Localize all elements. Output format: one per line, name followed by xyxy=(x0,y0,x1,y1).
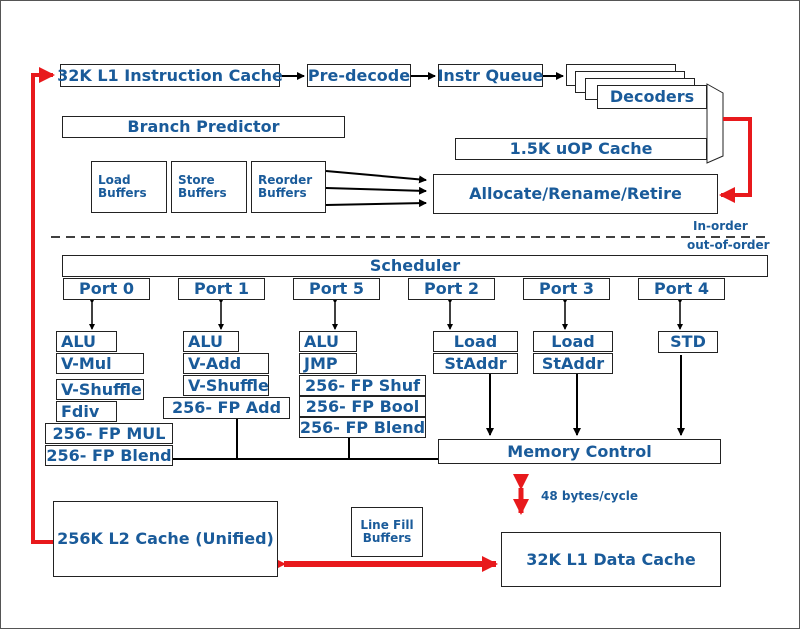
decoder-mux xyxy=(706,83,724,164)
l1-instruction-cache: 32K L1 Instruction Cache xyxy=(57,64,283,87)
l2-cache: 256K L2 Cache (Unified) xyxy=(53,501,278,577)
port1-vadd: V-Add xyxy=(183,353,269,374)
port5-jmp: JMP xyxy=(299,353,357,374)
l2-to-l1i-red-arrow xyxy=(31,67,55,544)
scheduler: Scheduler xyxy=(62,255,768,277)
reorder-buffers: Reorder Buffers xyxy=(251,161,326,213)
port0-alu: ALU xyxy=(56,331,117,352)
port1-fp-add: 256- FP Add xyxy=(163,397,290,419)
load-buffers: Load Buffers xyxy=(91,161,167,213)
memory-control: Memory Control xyxy=(438,439,721,464)
port-0: Port 0 xyxy=(63,278,150,300)
port5-fp-blend: 256- FP Blend xyxy=(299,417,426,438)
allocate-rename-retire: Allocate/Rename/Retire xyxy=(433,174,718,214)
decoders-box: Decoders xyxy=(597,85,707,109)
uop-cache: 1.5K uOP Cache xyxy=(455,138,707,160)
port4-std: STD xyxy=(658,331,718,353)
line-fill-buffers: Line Fill Buffers xyxy=(351,507,423,557)
port1-alu: ALU xyxy=(183,331,239,352)
port0-fp-mul: 256- FP MUL xyxy=(45,423,173,444)
port-2: Port 2 xyxy=(408,278,495,300)
branch-predictor: Branch Predictor xyxy=(62,116,345,138)
port-3: Port 3 xyxy=(523,278,610,300)
port3-load: Load xyxy=(533,331,613,352)
out-of-order-label: out-of-order xyxy=(687,238,770,252)
port1-vshuffle: V-Shuffle xyxy=(183,375,269,396)
in-order-label: In-order xyxy=(693,219,748,233)
store-buffers: Store Buffers xyxy=(171,161,247,213)
port2-staddr: StAddr xyxy=(433,353,518,374)
bandwidth-label: 48 bytes/cycle xyxy=(541,489,638,503)
port-1: Port 1 xyxy=(178,278,265,300)
port3-staddr: StAddr xyxy=(533,353,613,374)
mux-to-allocate-red-arrow xyxy=(719,117,752,203)
port5-alu: ALU xyxy=(299,331,357,352)
port5-fp-bool: 256- FP Bool xyxy=(299,396,426,417)
port-5: Port 5 xyxy=(293,278,380,300)
predecode-box: Pre-decode xyxy=(307,64,411,87)
port5-fp-shuf: 256- FP Shuf xyxy=(299,375,426,396)
port-4: Port 4 xyxy=(638,278,725,300)
port0-fdiv: Fdiv xyxy=(56,401,117,422)
l1-data-cache: 32K L1 Data Cache xyxy=(501,532,721,587)
port0-fp-blend: 256- FP Blend xyxy=(45,445,173,466)
port2-load: Load xyxy=(433,331,518,352)
instr-queue-box: Instr Queue xyxy=(437,64,544,87)
port0-vshuffle: V-Shuffle xyxy=(56,379,144,400)
port0-vmul: V-Mul xyxy=(56,353,144,374)
